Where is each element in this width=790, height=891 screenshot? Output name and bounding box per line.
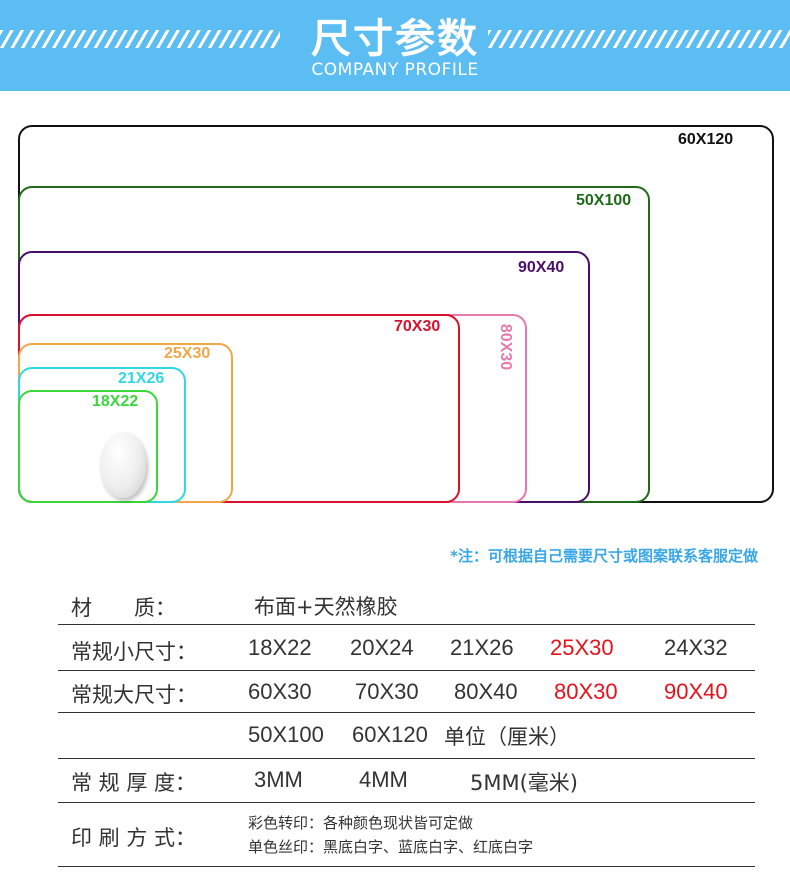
divider — [58, 624, 755, 625]
spec-row-thickness: 常 规 厚 度： 3MM 4MM 5MM(毫米) — [58, 762, 755, 802]
divider — [58, 712, 755, 713]
size-value: 80X40 — [454, 679, 518, 704]
size-diagram: 60X120 50X100 90X40 80X30 70X30 25X30 21… — [18, 125, 774, 503]
size-label-50x100: 50X100 — [576, 192, 632, 209]
stripe-decoration-left — [0, 30, 280, 48]
spec-label-material: 材 质： — [71, 596, 176, 620]
spec-label-large-sizes: 常规大尺寸： — [71, 683, 197, 707]
spec-row-printing: 印 刷 方 式： 彩色转印：各种颜色现状皆可定做 单色丝印：黑底白字、蓝底白字、… — [58, 806, 755, 864]
thickness-value: 4MM — [359, 767, 408, 792]
size-label-18x22: 18X22 — [92, 393, 139, 410]
size-value: 60X120 — [352, 722, 428, 747]
custom-size-note: *注：可根据自己需要尺寸或图案联系客服定做 — [450, 547, 758, 565]
size-value: 60X30 — [248, 679, 312, 704]
size-rect-18x22 — [18, 390, 158, 503]
divider — [58, 758, 755, 759]
mouse-illustration — [100, 432, 146, 498]
spec-label-small-sizes: 常规小尺寸： — [71, 640, 197, 664]
printing-method-mono: 单色丝印：黑底白字、蓝底白字、红底白字 — [248, 838, 534, 856]
spec-label-thickness: 常 规 厚 度： — [71, 771, 197, 795]
spec-row-small-sizes: 常规小尺寸： 18X22 20X24 21X26 25X30 24X32 — [58, 630, 755, 670]
size-value: 70X30 — [355, 679, 419, 704]
size-value-highlight: 80X30 — [554, 679, 618, 704]
size-value: 18X22 — [248, 635, 312, 660]
size-label-70x30: 70X30 — [394, 318, 441, 335]
size-value: 24X32 — [664, 635, 728, 660]
spec-value-material: 布面+天然橡胶 — [254, 595, 398, 619]
size-value: 50X100 — [248, 722, 324, 747]
spec-row-large-sizes-extra: 50X100 60X120 单位（厘米） — [58, 716, 755, 758]
spec-label-printing: 印 刷 方 式： — [71, 826, 197, 850]
divider — [58, 866, 755, 867]
size-label-80x30: 80X30 — [497, 323, 515, 371]
size-label-21x26: 21X26 — [118, 370, 165, 387]
size-label-60x120: 60X120 — [678, 131, 734, 148]
size-value-highlight: 90X40 — [664, 679, 728, 704]
thickness-value: 5MM(毫米) — [470, 771, 578, 795]
unit-label: 单位（厘米） — [444, 725, 570, 749]
spec-row-large-sizes: 常规大尺寸： 60X30 70X30 80X40 80X30 90X40 — [58, 674, 755, 712]
printing-method-color: 彩色转印：各种颜色现状皆可定做 — [248, 814, 474, 832]
size-label-90x40: 90X40 — [518, 259, 565, 276]
header-banner: 尺寸参数 COMPANY PROFILE — [0, 0, 790, 91]
divider — [58, 802, 755, 803]
page-subtitle: COMPANY PROFILE — [311, 60, 479, 80]
size-value: 20X24 — [350, 635, 414, 660]
thickness-value: 3MM — [254, 767, 303, 792]
size-value: 21X26 — [450, 635, 514, 660]
page-title: 尺寸参数 — [311, 16, 479, 62]
spec-row-material: 材 质： 布面+天然橡胶 — [58, 588, 755, 624]
divider — [58, 670, 755, 671]
stripe-decoration-right — [488, 30, 790, 48]
size-label-25x30: 25X30 — [164, 345, 211, 362]
size-value-highlight: 25X30 — [550, 635, 614, 660]
